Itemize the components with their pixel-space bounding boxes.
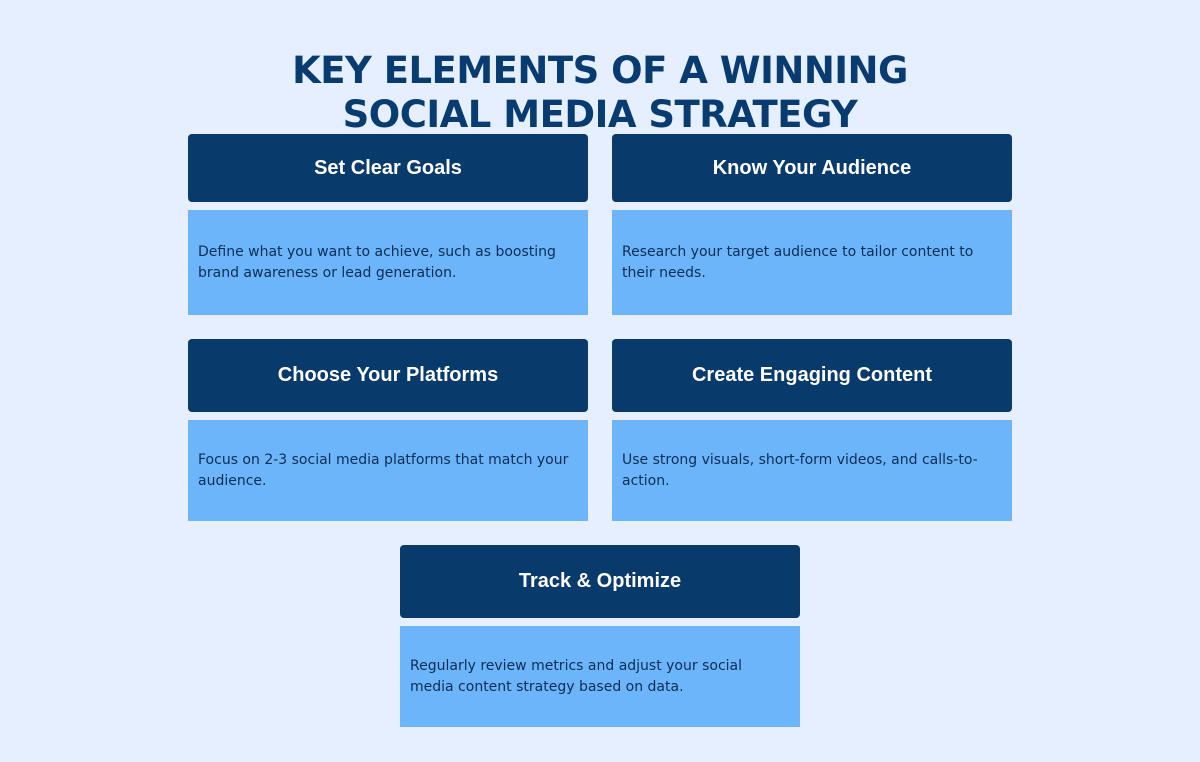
page-title-line-2: SOCIAL MEDIA STRATEGY	[342, 92, 858, 136]
card-description: Research your target audience to tailor …	[612, 210, 1012, 315]
card-heading: Know Your Audience	[612, 134, 1012, 202]
card-description: Use strong visuals, short-form videos, a…	[612, 420, 1012, 521]
card-track-and-optimize: Track & Optimize Regularly review metric…	[400, 545, 800, 727]
card-heading: Choose Your Platforms	[188, 339, 588, 412]
card-choose-your-platforms: Choose Your Platforms Focus on 2-3 socia…	[188, 339, 588, 521]
card-create-engaging-content: Create Engaging Content Use strong visua…	[612, 339, 1012, 521]
card-description: Focus on 2-3 social media platforms that…	[188, 420, 588, 521]
card-set-clear-goals: Set Clear Goals Define what you want to …	[188, 134, 588, 315]
card-description: Define what you want to achieve, such as…	[188, 210, 588, 315]
card-heading: Set Clear Goals	[188, 134, 588, 202]
page-title-line-1: KEY ELEMENTS OF A WINNING	[292, 48, 908, 92]
card-heading: Track & Optimize	[400, 545, 800, 618]
card-heading: Create Engaging Content	[612, 339, 1012, 412]
card-know-your-audience: Know Your Audience Research your target …	[612, 134, 1012, 315]
page-title: KEY ELEMENTS OF A WINNING SOCIAL MEDIA S…	[0, 49, 1200, 137]
card-description: Regularly review metrics and adjust your…	[400, 626, 800, 727]
